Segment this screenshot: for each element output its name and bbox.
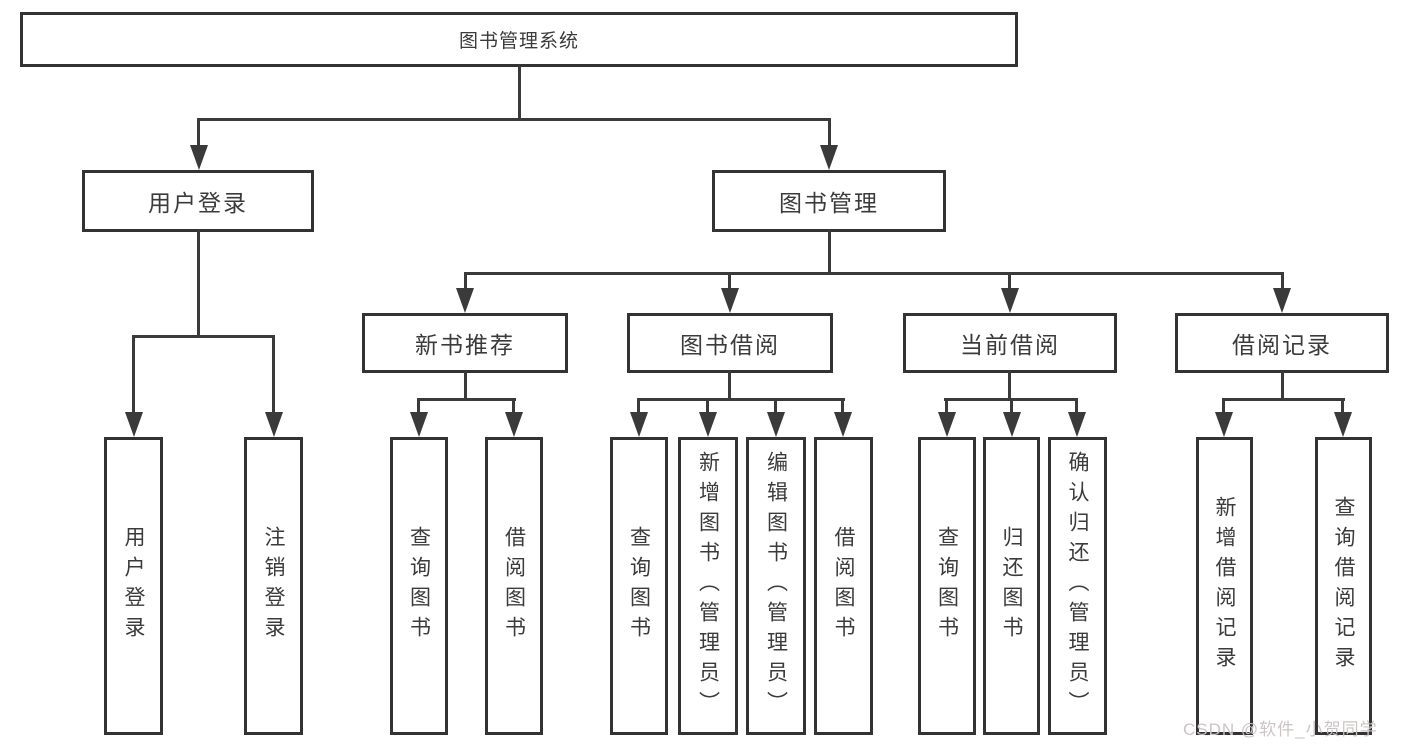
leaf-query-books-recommend: 查询图书 — [390, 437, 448, 735]
connector-line — [728, 371, 731, 400]
connector-line — [197, 118, 200, 162]
connector-line — [417, 398, 516, 401]
leaf-query-books-borrowing: 查询图书 — [610, 437, 668, 735]
node-label: 新书推荐 — [415, 332, 515, 358]
arrowhead — [505, 412, 523, 437]
node-library-system: 图书管理系统 — [20, 12, 1018, 67]
leaf-borrow-books-borrowing: 借阅图书 — [814, 437, 873, 735]
leaf-return-books: 归还图书 — [983, 437, 1040, 735]
arrowhead — [1001, 288, 1019, 313]
leaf-logout: 注销登录 — [244, 437, 303, 735]
leaf-borrow-books-recommend: 借阅图书 — [485, 437, 543, 735]
arrowhead — [1215, 412, 1233, 437]
node-label: 借阅图书 — [832, 526, 856, 646]
arrowhead — [125, 412, 143, 437]
leaf-confirm-return-admin: 确认归还（管理员） — [1048, 437, 1107, 735]
connector-line — [197, 118, 831, 121]
node-book-management: 图书管理 — [712, 170, 946, 232]
watermark-text: CSDN @软件_小贺同学 — [1183, 720, 1378, 739]
node-label: 查询图书 — [627, 526, 651, 646]
node-label: 归还图书 — [1000, 526, 1024, 646]
leaf-user-login: 用户登录 — [104, 437, 163, 735]
node-user-login: 用户登录 — [82, 170, 314, 232]
arrowhead — [834, 412, 852, 437]
arrowhead — [190, 145, 208, 170]
node-label: 图书管理 — [779, 190, 879, 216]
node-label: 用户登录 — [122, 526, 146, 646]
node-label: 查询图书 — [407, 526, 431, 646]
connector-line — [637, 398, 845, 401]
node-new-book-recommendation: 新书推荐 — [362, 313, 568, 373]
arrowhead — [265, 412, 283, 437]
leaf-edit-books-admin: 编辑图书（管理员） — [746, 437, 806, 735]
connector-line — [272, 335, 275, 429]
leaf-add-borrow-record: 新增借阅记录 — [1196, 437, 1253, 735]
node-label: 图书管理系统 — [458, 31, 579, 52]
arrowhead — [1003, 412, 1021, 437]
connector-line — [1222, 398, 1345, 401]
node-label: 确认归还（管理员） — [1066, 451, 1090, 721]
arrowhead — [1068, 412, 1086, 437]
arrowhead — [767, 412, 785, 437]
node-label: 查询图书 — [935, 526, 959, 646]
connector-line — [1008, 371, 1011, 400]
arrowhead — [456, 288, 474, 313]
connector-line — [828, 118, 831, 162]
node-label: 注销登录 — [262, 526, 286, 646]
connector-line — [464, 272, 1284, 275]
arrowhead — [1273, 288, 1291, 313]
node-label: 借阅记录 — [1232, 332, 1332, 358]
connector-line — [518, 66, 521, 120]
node-current-borrowing: 当前借阅 — [903, 313, 1117, 373]
leaf-query-borrow-record: 查询借阅记录 — [1315, 437, 1372, 735]
leaf-add-books-admin: 新增图书（管理员） — [678, 437, 738, 735]
node-label: 新增图书（管理员） — [696, 451, 720, 721]
arrowhead — [410, 412, 428, 437]
leaf-query-books-current: 查询图书 — [918, 437, 976, 735]
arrowhead — [721, 288, 739, 313]
connector-line — [132, 335, 275, 338]
node-label: 编辑图书（管理员） — [764, 451, 788, 721]
node-label: 用户登录 — [148, 190, 248, 216]
arrowhead — [820, 145, 838, 170]
arrowhead — [1334, 412, 1352, 437]
node-label: 当前借阅 — [960, 332, 1060, 358]
connector-line — [1281, 371, 1284, 400]
node-label: 借阅图书 — [502, 526, 526, 646]
connector-line — [132, 335, 135, 429]
node-label: 新增借阅记录 — [1213, 496, 1237, 676]
arrowhead — [630, 412, 648, 437]
connector-line — [464, 371, 467, 400]
arrowhead — [938, 412, 956, 437]
arrowhead — [699, 412, 717, 437]
node-borrowing-records: 借阅记录 — [1175, 313, 1389, 373]
connector-line — [828, 230, 831, 274]
node-book-borrowing: 图书借阅 — [627, 313, 833, 373]
connector-line — [197, 230, 200, 337]
node-label: 图书借阅 — [680, 332, 780, 358]
node-label: 查询借阅记录 — [1332, 496, 1356, 676]
